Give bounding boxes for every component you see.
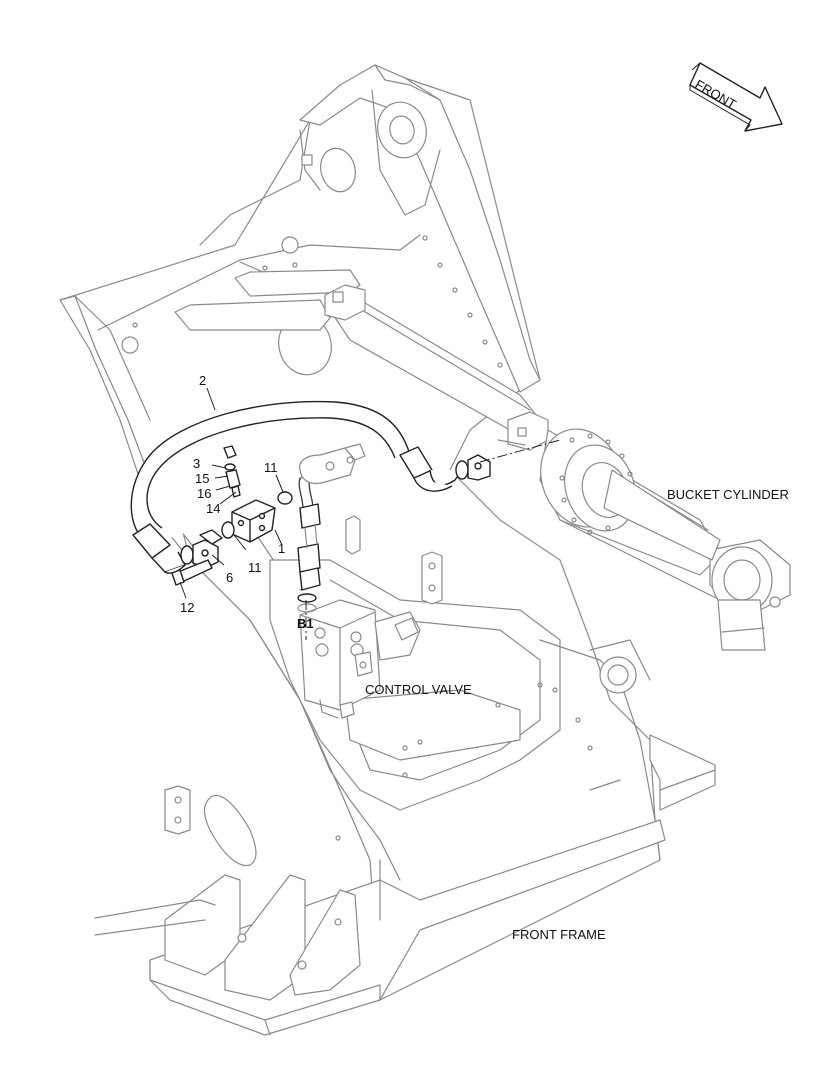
control-valve: [299, 584, 421, 719]
callout-fitting-3: 3: [193, 456, 200, 471]
callout-hose: 2: [199, 373, 206, 388]
callout-oring-15: 15: [195, 471, 209, 486]
hose-assembly: [130, 400, 561, 640]
callout-port-b1: B1: [297, 616, 314, 631]
callout-oring-11-lower: 11: [248, 560, 262, 575]
control-valve-label: CONTROL VALVE: [365, 682, 472, 697]
bucket-cylinder: [324, 284, 791, 651]
callout-labels: 2 3 15 16 14 11 1 11 6 12 B1: [180, 373, 314, 631]
bucket-cylinder-label: BUCKET CYLINDER: [667, 487, 789, 502]
callout-block-1: 1: [278, 541, 285, 556]
callout-adapter-16: 16: [197, 486, 211, 501]
front-frame: [59, 64, 716, 1036]
callout-bolt-14: 14: [206, 501, 220, 516]
callout-bolt-12: 12: [180, 600, 194, 615]
callout-oring-11-upper: 11: [264, 460, 278, 475]
annotations: BUCKET CYLINDER CONTROL VALVE FRONT FRAM…: [365, 487, 789, 942]
callout-flange-6: 6: [226, 570, 233, 585]
front-frame-label: FRONT FRAME: [512, 927, 606, 942]
leader-lines: [179, 387, 284, 599]
front-direction-arrow: FRONT: [689, 62, 783, 132]
